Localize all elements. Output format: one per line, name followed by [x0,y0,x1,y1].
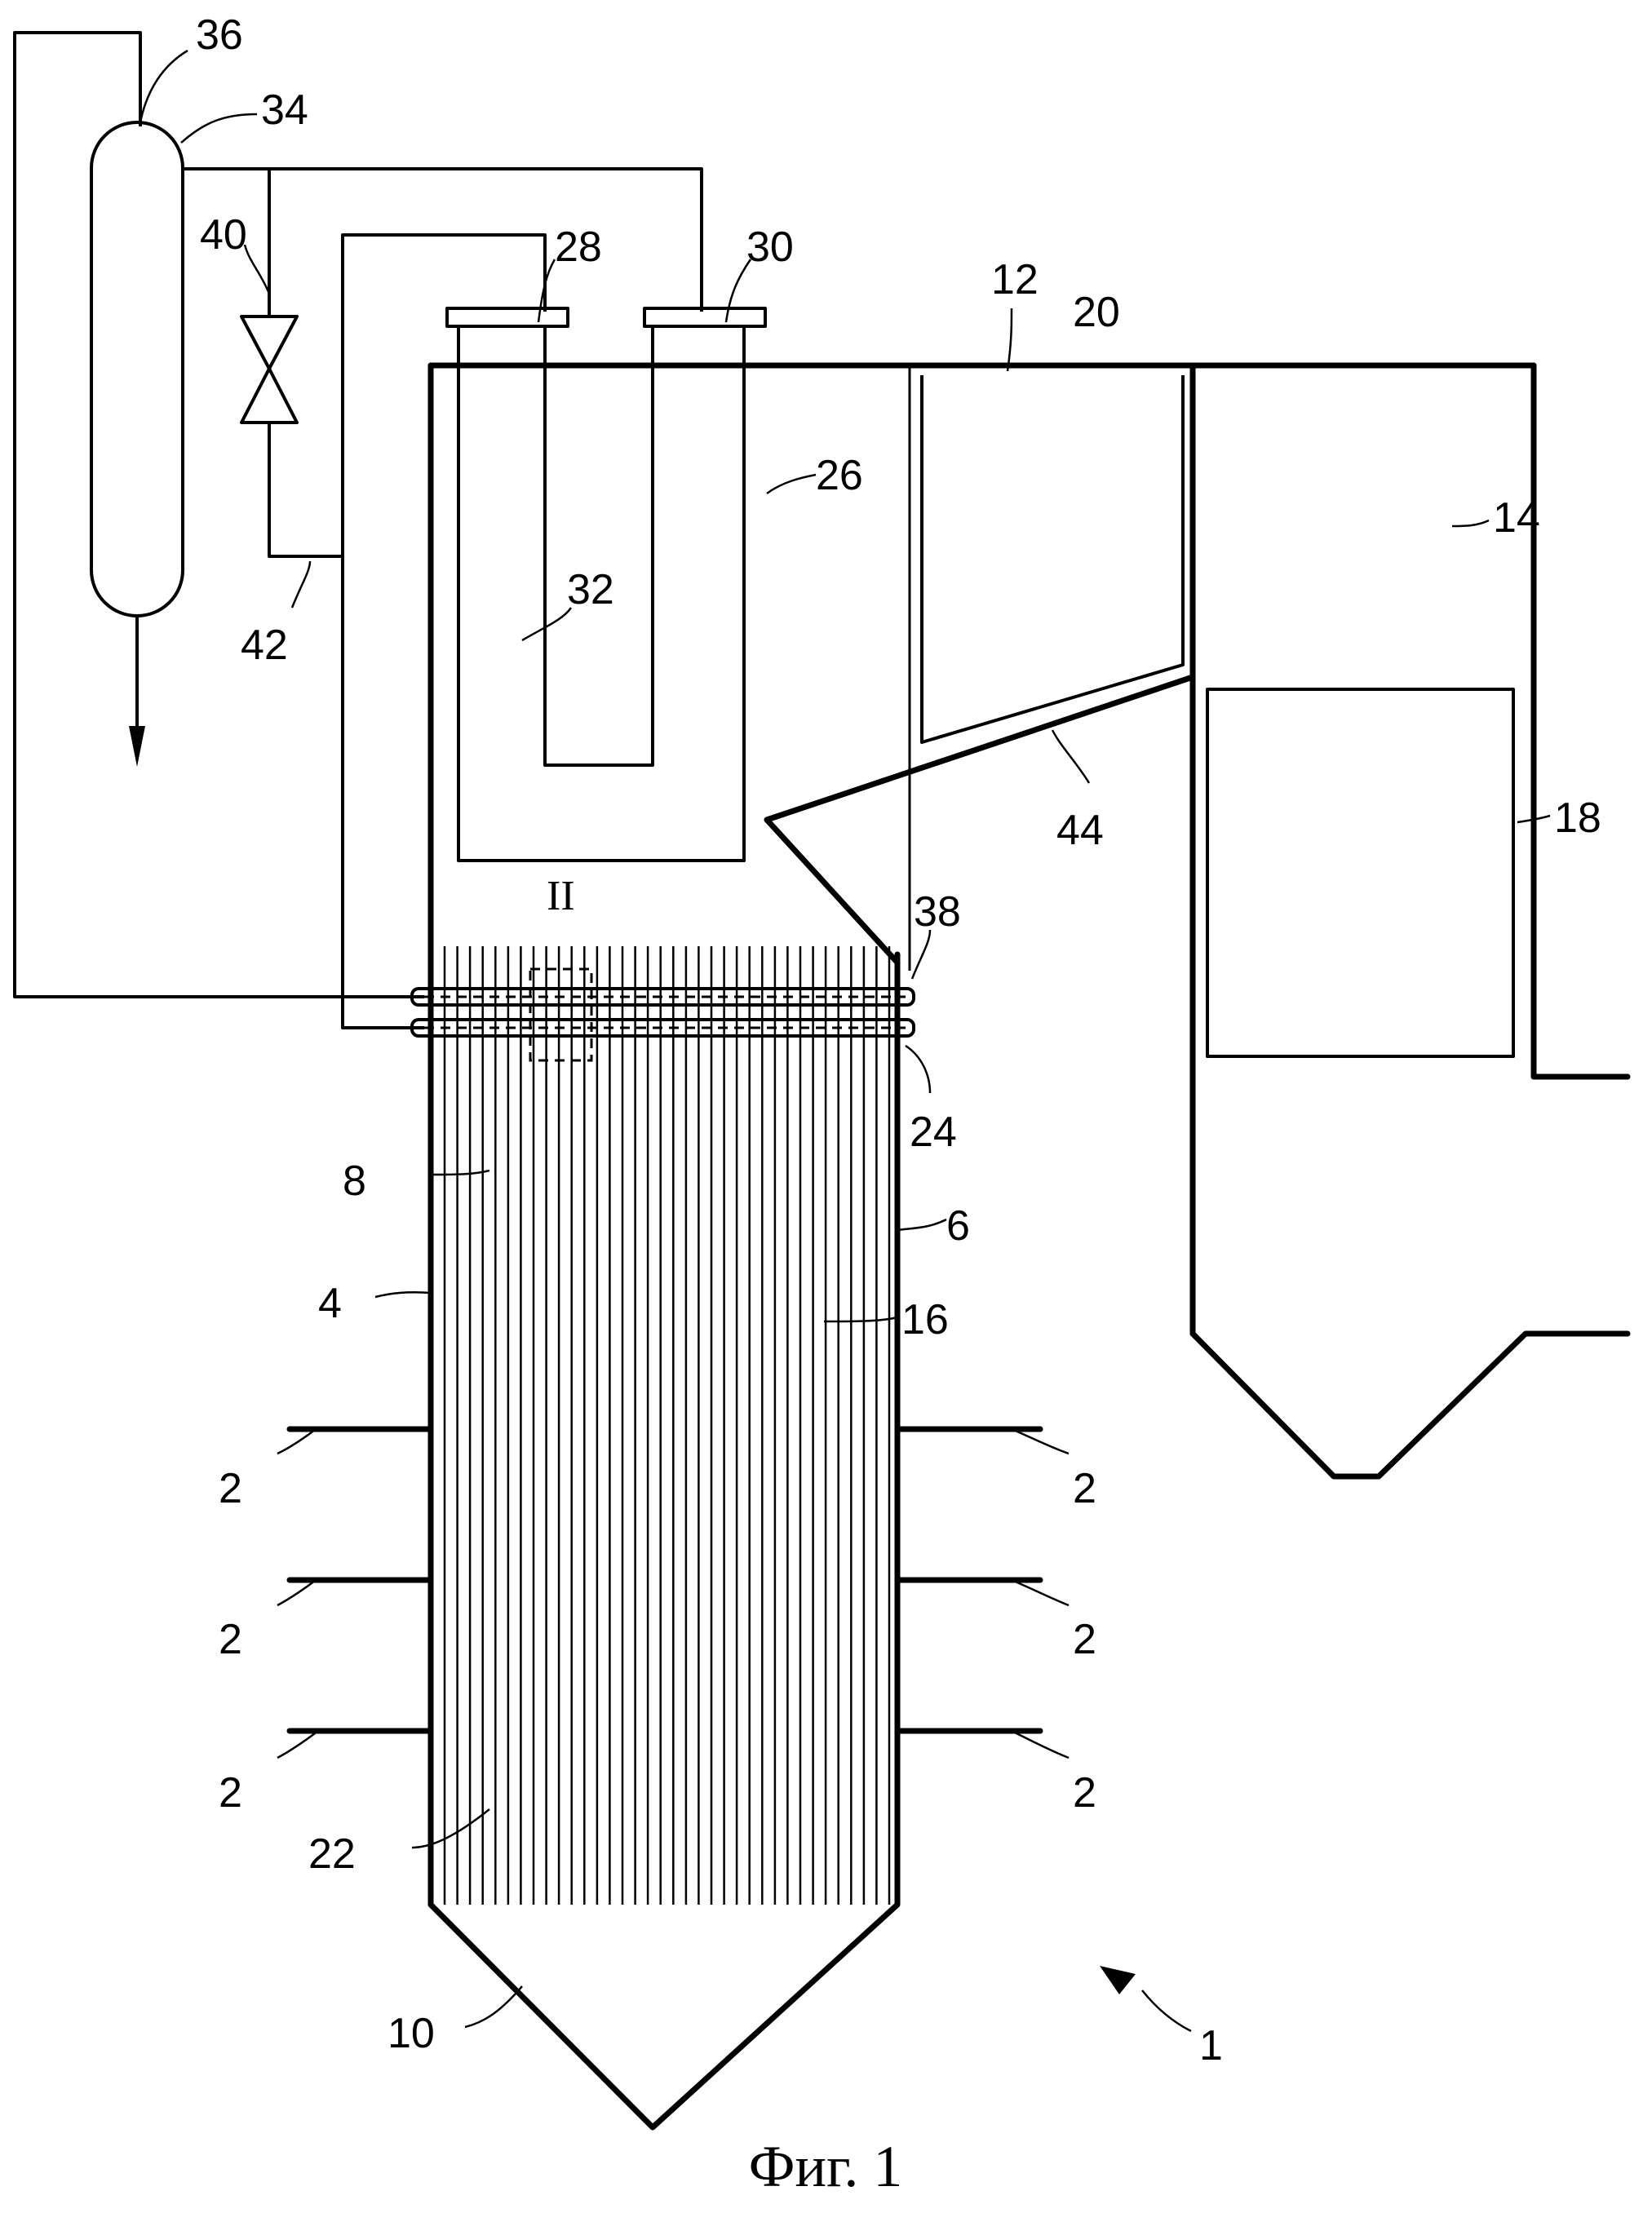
burners [286,1426,1043,1734]
label-38: 38 [914,888,961,936]
label-1: 1 [1199,2022,1223,2069]
label-36: 36 [196,11,243,59]
label-10: 10 [388,2010,435,2057]
label-26: 26 [816,452,863,499]
label-42: 42 [241,622,288,669]
collector-headers [410,967,915,1062]
label-30: 30 [746,224,794,271]
header-30 [643,307,767,328]
label-40: 40 [200,211,247,259]
label-22: 22 [308,1830,356,1878]
label-24: 24 [910,1109,957,1156]
label-34: 34 [261,86,308,134]
label-44: 44 [1056,807,1104,854]
reference-labels: 36 34 40 28 30 12 20 26 32 14 42 44 18 I… [196,11,1601,2069]
leader-lines [139,49,1551,2033]
label-detail-II: II [547,873,575,919]
label-4: 4 [318,1280,342,1327]
label-2-right-3: 2 [1073,1769,1096,1817]
piping-circuit [13,31,703,1029]
label-14: 14 [1493,494,1540,542]
label-28: 28 [555,224,602,271]
label-2-left-1: 2 [219,1465,242,1512]
header-28 [445,307,569,328]
separator-vessel [90,121,184,617]
convective-pass [764,362,1631,1480]
label-2-right-2: 2 [1073,1616,1096,1663]
label-8: 8 [343,1157,366,1205]
figure-caption: Фиг. 1 [749,2134,903,2199]
superheater-bundle [457,326,746,862]
label-2-right-1: 2 [1073,1465,1096,1512]
label-2-left-3: 2 [219,1769,242,1817]
label-32: 32 [567,566,614,613]
valve-symbol [240,315,299,424]
label-16: 16 [901,1296,949,1343]
label-12: 12 [991,256,1039,303]
label-18: 18 [1554,794,1601,842]
label-6: 6 [946,1202,970,1250]
label-20: 20 [1073,289,1120,336]
tube-bundle [443,946,891,1905]
label-2-left-2: 2 [219,1616,242,1663]
furnace [427,362,1537,2131]
